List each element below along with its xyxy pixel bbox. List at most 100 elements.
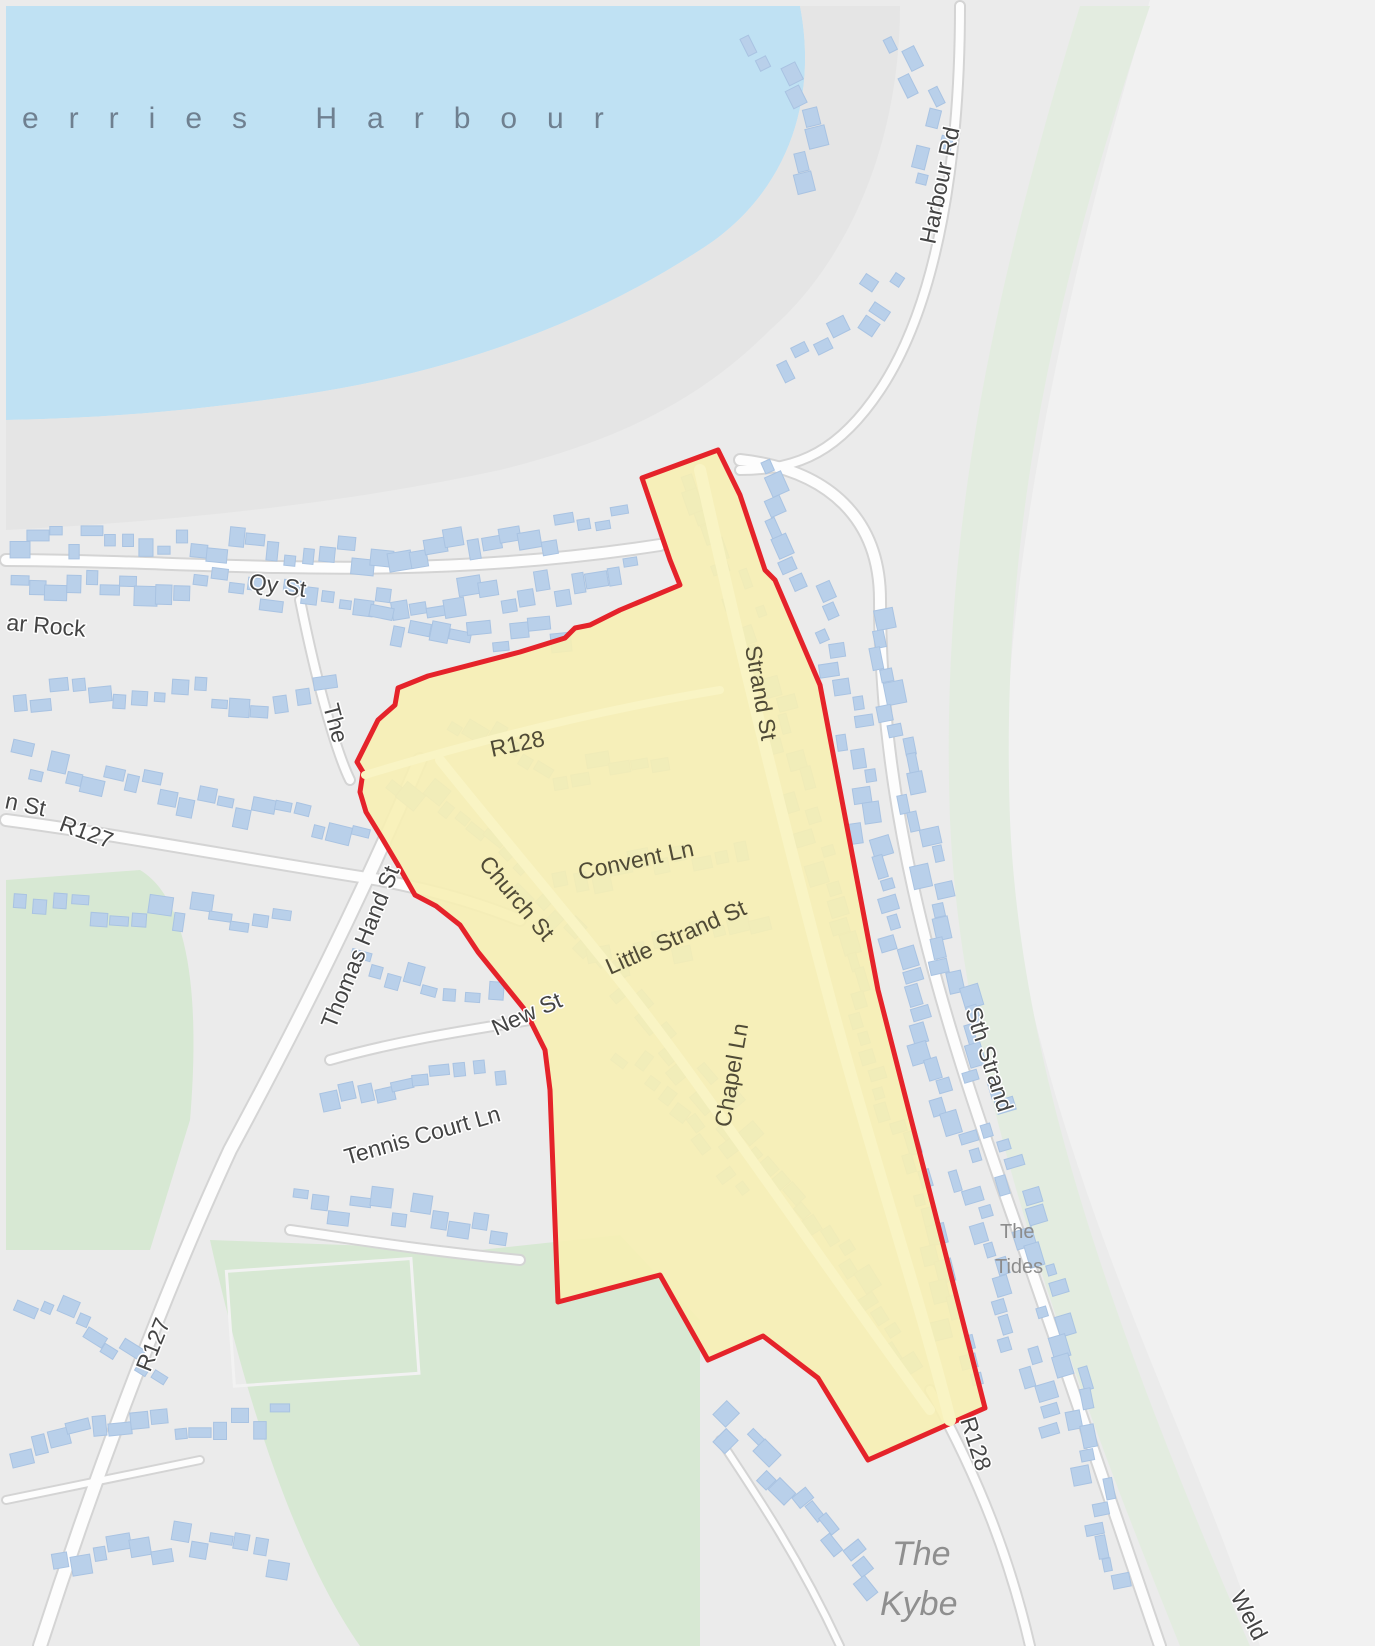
building	[1027, 1345, 1043, 1366]
building	[712, 1399, 741, 1428]
building	[27, 768, 44, 783]
building	[760, 458, 776, 475]
building	[938, 1108, 964, 1138]
building	[993, 1095, 1017, 1116]
building	[118, 575, 138, 588]
building	[228, 697, 251, 719]
building	[777, 556, 798, 576]
building	[46, 1426, 72, 1449]
building	[40, 1300, 55, 1316]
building	[909, 1003, 932, 1023]
building	[780, 61, 805, 87]
building	[938, 134, 954, 151]
highlighted-area[interactable]	[354, 447, 988, 1463]
building	[828, 641, 847, 659]
building	[407, 619, 432, 638]
building	[819, 1532, 844, 1558]
building	[896, 944, 920, 971]
building	[338, 599, 353, 611]
building	[368, 603, 395, 622]
building	[189, 891, 215, 913]
building	[852, 1574, 879, 1602]
building	[50, 1551, 70, 1570]
building	[901, 45, 925, 73]
building	[1050, 1352, 1075, 1379]
building	[464, 991, 481, 1004]
building	[835, 733, 849, 752]
building	[149, 1408, 169, 1426]
building	[357, 1082, 376, 1104]
building	[540, 539, 559, 557]
harbour-label: erries Harbour	[22, 102, 634, 135]
building	[609, 504, 630, 517]
building	[430, 1210, 450, 1231]
building	[452, 1061, 467, 1078]
building	[310, 824, 326, 840]
building	[253, 1421, 267, 1440]
label-the-tides-1: The	[1000, 1221, 1034, 1243]
building	[1070, 1464, 1093, 1487]
building	[801, 106, 822, 129]
building	[52, 892, 68, 910]
building	[282, 578, 302, 593]
building	[141, 769, 164, 786]
building	[994, 1255, 1011, 1277]
building	[784, 84, 808, 110]
building	[246, 576, 265, 592]
building	[472, 1059, 486, 1075]
building	[216, 795, 235, 809]
building	[69, 1553, 94, 1577]
building	[442, 988, 457, 1002]
building	[767, 1476, 797, 1506]
building	[712, 1427, 739, 1455]
building	[197, 785, 219, 804]
building	[12, 693, 28, 713]
building	[171, 911, 186, 933]
building	[968, 1147, 983, 1164]
building	[428, 620, 452, 645]
building	[175, 796, 196, 819]
building	[622, 556, 639, 568]
building	[170, 1520, 193, 1543]
sports-pitch	[224, 1256, 421, 1388]
label-the-kybe-1: The	[892, 1535, 951, 1573]
building	[1110, 1571, 1132, 1590]
building	[78, 775, 106, 798]
building	[173, 585, 191, 602]
building	[92, 1545, 108, 1563]
building	[302, 547, 315, 566]
building	[43, 584, 68, 602]
building	[963, 1040, 987, 1069]
building	[64, 1417, 92, 1435]
building	[87, 685, 113, 704]
building	[516, 588, 536, 608]
building	[419, 984, 438, 999]
building	[864, 768, 878, 783]
building	[28, 579, 47, 596]
building	[56, 1294, 81, 1319]
building	[873, 606, 897, 632]
building	[107, 1421, 133, 1437]
building	[903, 982, 924, 1009]
building	[30, 1433, 50, 1457]
building	[447, 628, 473, 644]
building	[606, 566, 623, 587]
coastal-dune-strip	[948, 6, 1250, 1646]
building	[861, 800, 882, 825]
building	[292, 1188, 310, 1200]
building	[205, 547, 229, 564]
building	[471, 1212, 490, 1231]
highlight-streets	[361, 464, 956, 1426]
building	[188, 1540, 209, 1561]
building	[790, 340, 810, 359]
building	[428, 1063, 451, 1077]
building	[791, 1486, 815, 1510]
building	[906, 810, 921, 833]
building	[265, 540, 280, 562]
building	[232, 1532, 251, 1552]
building	[89, 911, 109, 928]
south-green-area	[210, 1235, 700, 1646]
building	[271, 907, 293, 922]
building	[817, 661, 841, 679]
